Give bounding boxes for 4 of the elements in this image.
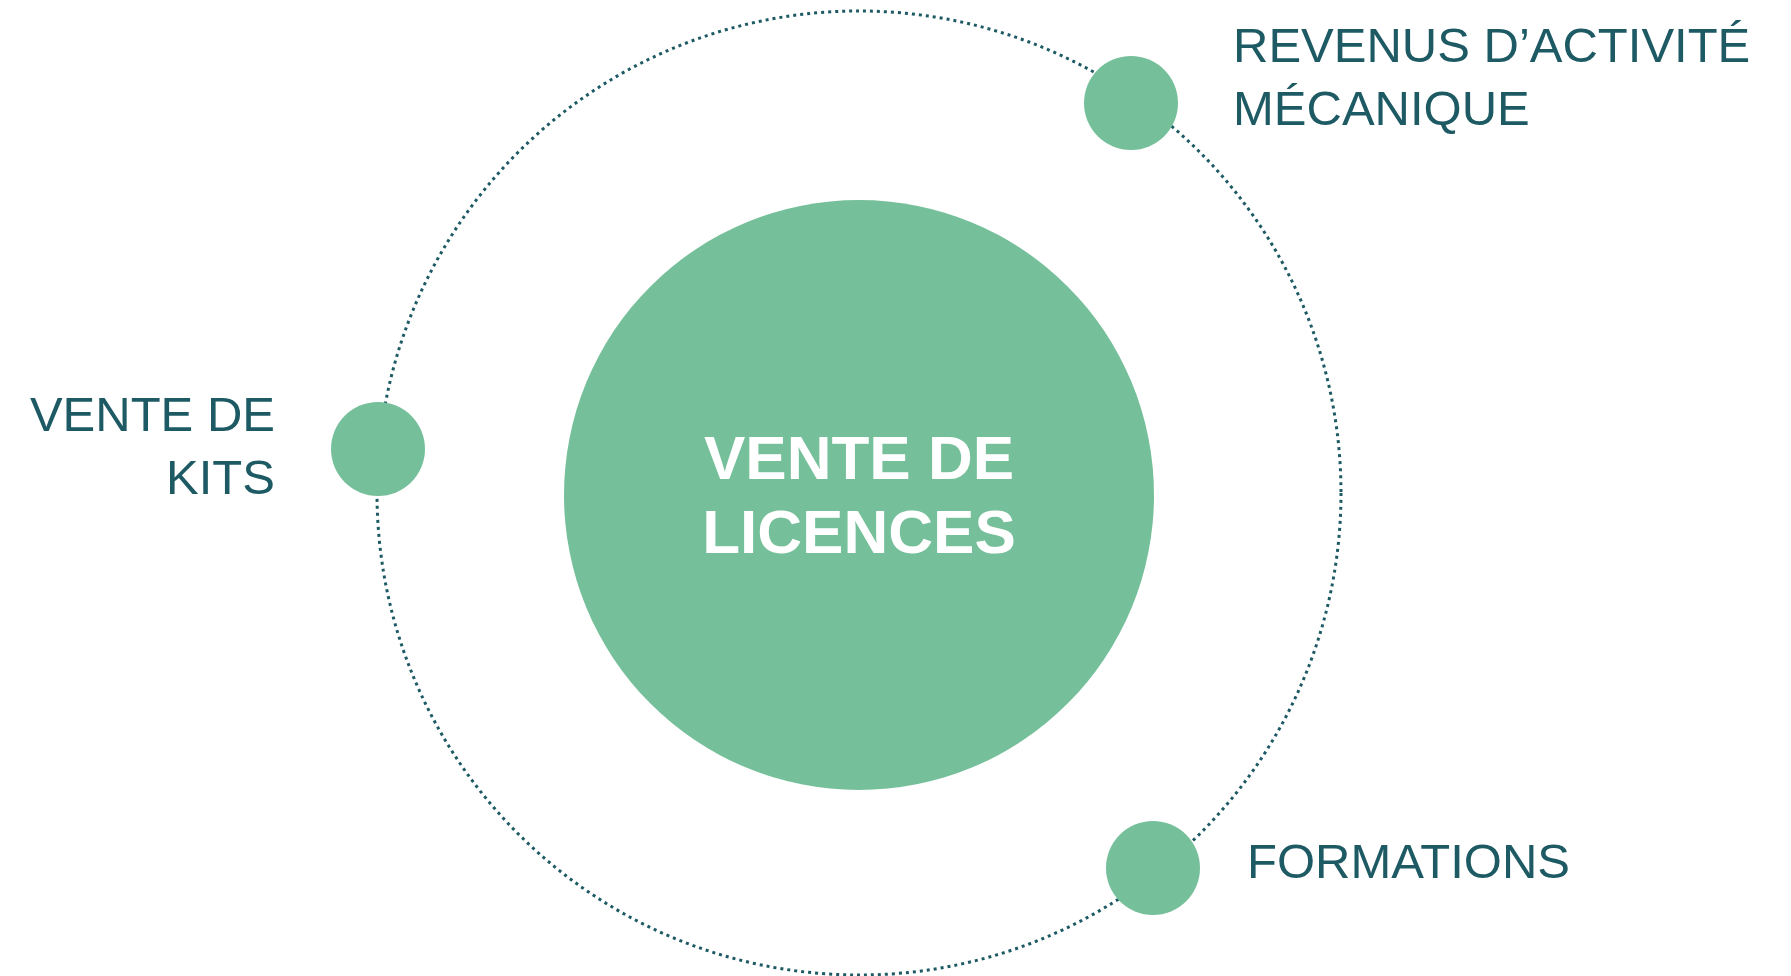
circle-title: VENTE DE LICENCES [701,421,1017,568]
category-label: REVENUS D’ACTIVITÉ MÉCANIQUE [1233,17,1752,137]
category-label: FORMATIONS [1247,833,1572,890]
category-label: VENTE DE KITS [28,386,275,506]
